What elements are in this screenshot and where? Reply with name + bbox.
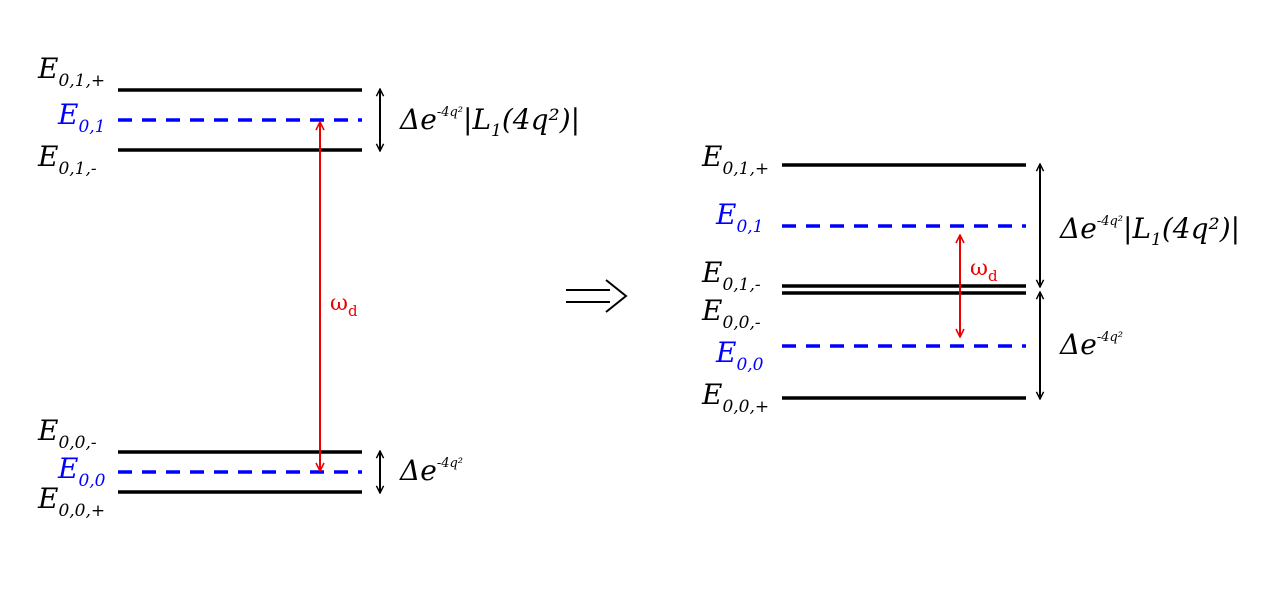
- label-e01: E0,1: [57, 98, 106, 137]
- drive-label: ωd: [970, 256, 998, 285]
- label-e01-minus: E0,1,-: [701, 256, 761, 295]
- split-label-bottom: Δe-4q²: [1059, 328, 1123, 361]
- label-e01-plus: E0,1,+: [37, 52, 105, 91]
- left-diagram: E0,1,+ E0,1 E0,1,- E0,0,- E0,0 E0,0,+ Δe…: [37, 52, 580, 521]
- label-e00-plus: E0,0,+: [701, 378, 769, 417]
- right-diagram: E0,1,+ E0,1 E0,1,- E0,0,- E0,0 E0,0,+ Δe…: [701, 140, 1240, 417]
- label-e00-plus: E0,0,+: [37, 482, 105, 521]
- label-e00-minus: E0,0,-: [37, 414, 97, 453]
- label-e01-plus: E0,1,+: [701, 140, 769, 179]
- implies-arrow: ⟹: [566, 279, 628, 313]
- drive-label: ωd: [330, 291, 358, 320]
- split-label-top: Δe-4q²|L1(4q²)|: [1059, 212, 1240, 250]
- split-label-bottom: Δe-4q²: [399, 454, 463, 487]
- label-e01: E0,1: [715, 198, 764, 237]
- split-label-top: Δe-4q²|L1(4q²)|: [399, 103, 580, 141]
- label-e01-minus: E0,1,-: [37, 140, 97, 179]
- label-e00: E0,0: [57, 452, 106, 491]
- label-e00-minus: E0,0,-: [701, 294, 761, 333]
- label-e00: E0,0: [715, 336, 764, 375]
